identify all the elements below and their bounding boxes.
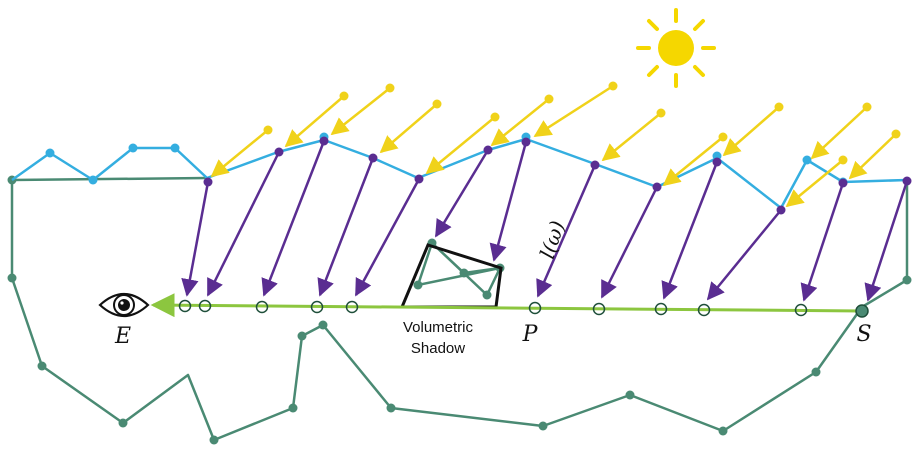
shadow-rays — [181, 136, 912, 302]
medium-boundary — [10, 176, 909, 442]
light-term-label: l(ω) — [535, 218, 570, 262]
point-s-label: S — [856, 322, 871, 347]
view-ray-samples — [178, 299, 869, 318]
view-ray — [150, 293, 863, 318]
shadow-label-line2: Shadow — [411, 340, 465, 357]
shadow-label-line1: Volumetric — [403, 319, 474, 336]
medium-vertices — [7, 175, 912, 445]
eye-icon — [98, 292, 150, 318]
point-p-label: P — [522, 322, 539, 347]
light-rays — [210, 81, 901, 208]
eye-label: E — [114, 324, 131, 349]
sun-icon — [636, 8, 716, 88]
